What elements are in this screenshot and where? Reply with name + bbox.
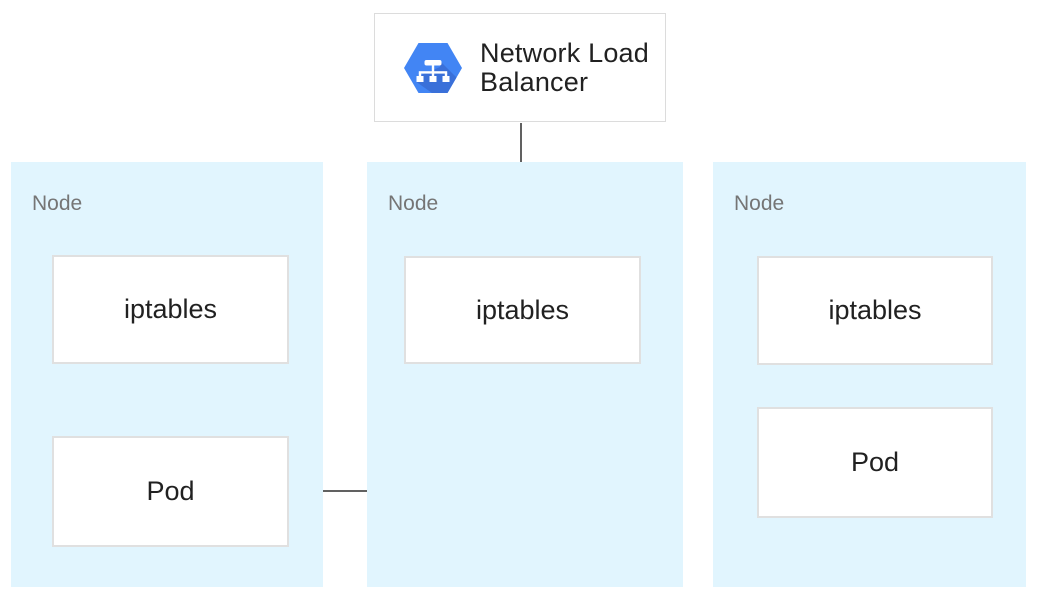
node-3-label: Node	[734, 192, 785, 215]
node-1-iptables-box: iptables	[52, 255, 289, 364]
node-2-iptables-box: iptables	[404, 256, 641, 364]
node-panel-1: Node iptables Pod	[11, 162, 323, 587]
node-3-pod-box: Pod	[757, 407, 993, 518]
node-3-iptables-box: iptables	[757, 256, 993, 365]
network-load-balancer-label: Network Load Balancer	[480, 37, 649, 97]
node-2-label: Node	[388, 192, 439, 215]
network-load-balancer-icon	[404, 42, 462, 93]
node-1-label: Node	[32, 192, 83, 215]
node-1-pod-box: Pod	[52, 436, 289, 547]
node-panel-3: Node iptables Pod	[713, 162, 1026, 587]
node-2-iptables-label: iptables	[475, 294, 570, 325]
node-1-pod-label: Pod	[146, 476, 195, 506]
network-load-balancer-box: Network Load Balancer	[374, 13, 666, 122]
node-3-iptables-label: iptables	[828, 295, 922, 325]
node-3-pod-label: Pod	[850, 447, 900, 477]
node-panel-2: Node iptables	[367, 162, 683, 587]
node-1-iptables-label: iptables	[123, 294, 218, 324]
